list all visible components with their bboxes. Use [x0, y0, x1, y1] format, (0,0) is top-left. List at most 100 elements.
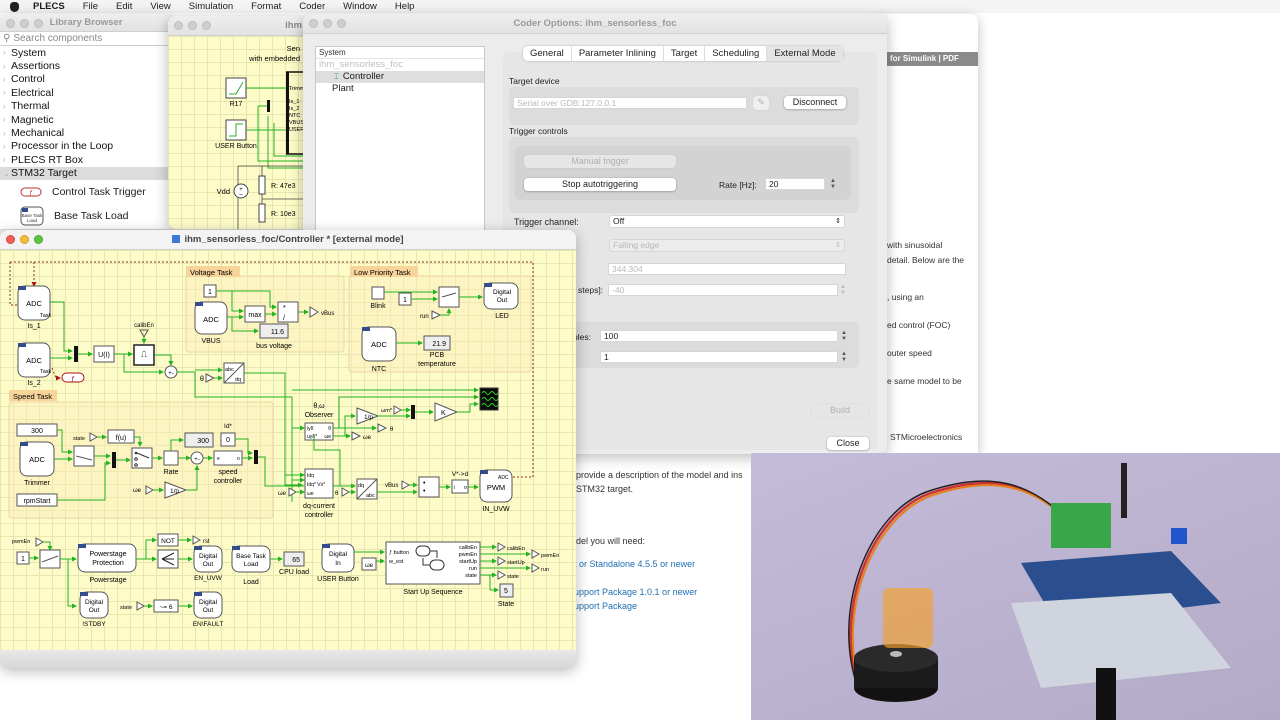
menu-view[interactable]: View: [150, 1, 171, 12]
tab-external-mode[interactable]: External Mode: [767, 46, 843, 61]
minimize-button[interactable]: [323, 19, 332, 28]
library-category-selected[interactable]: ⌄STM32 Target: [0, 166, 172, 180]
menu-file[interactable]: File: [82, 1, 98, 12]
manual-trigger-button[interactable]: Manual trigger: [524, 155, 676, 168]
tree-header: System: [316, 47, 484, 59]
tab-scheduling[interactable]: Scheduling: [705, 46, 768, 61]
close-button[interactable]: [6, 235, 15, 244]
svg-text:Speed Task: Speed Task: [13, 392, 52, 401]
goto-tag-vbus: [309, 306, 319, 318]
doc-link[interactable]: upport Package 1.0.1 or newer: [574, 587, 698, 597]
close-button[interactable]: Close: [827, 437, 869, 450]
close-button[interactable]: [309, 19, 318, 28]
schematic-canvas[interactable]: ƒ Voltage Task Low Priority Task Speed T…: [0, 250, 576, 650]
svg-text:f(u): f(u): [116, 435, 127, 442]
doc-link[interactable]: upport Package: [574, 601, 638, 611]
library-category[interactable]: ›Mechanical: [0, 126, 172, 140]
minimize-button[interactable]: [20, 19, 29, 28]
trigger-channel-label: Trigger channel:: [514, 217, 579, 227]
close-button[interactable]: [6, 19, 15, 28]
menu-app[interactable]: PLECS: [33, 1, 65, 12]
svg-text:R: 10e3: R: 10e3: [271, 211, 296, 218]
constant-one-block: 1: [203, 284, 217, 298]
svg-text:e: e: [217, 456, 220, 462]
library-category[interactable]: ›Electrical: [0, 86, 172, 100]
menu-simulation[interactable]: Simulation: [188, 1, 234, 12]
trigger-edge-select[interactable]: Falling edge⇕: [609, 239, 845, 252]
svg-text:1: 1: [403, 297, 407, 304]
chevron-right-icon: ›: [3, 141, 6, 151]
svg-text:Powerstage: Powerstage: [90, 551, 127, 558]
menu-window[interactable]: Window: [343, 1, 377, 12]
svg-text:VBUS: VBUS: [201, 338, 220, 345]
trigger-channel-select[interactable]: Off⇕: [609, 215, 845, 228]
stop-autotriggering-button[interactable]: Stop autotriggering: [524, 178, 676, 191]
trigger-delay-stepper[interactable]: ▲▼: [840, 284, 846, 296]
svg-text:θ,ω: θ,ω: [313, 403, 325, 410]
menu-format[interactable]: Format: [251, 1, 282, 12]
svg-text:Digital: Digital: [493, 289, 512, 296]
library-component[interactable]: ƒ Control Task Trigger: [0, 179, 172, 204]
library-category[interactable]: ›Assertions: [0, 59, 172, 73]
decimation-stepper[interactable]: ▲▼: [841, 351, 847, 363]
schematic-canvas[interactable]: Sen with embedded R17 USER Button Trimm …: [168, 36, 308, 229]
samples-stepper[interactable]: ▲▼: [841, 330, 847, 342]
minimize-button[interactable]: [20, 235, 29, 244]
svg-text:θ: θ: [390, 427, 394, 433]
build-button[interactable]: Build: [811, 404, 869, 417]
nucleo-board: [1011, 593, 1231, 688]
documentation-page: for Simulink | PDF with sinusoidal detai…: [880, 14, 978, 454]
zoom-button[interactable]: [202, 21, 211, 30]
edit-pencil-icon[interactable]: ✎: [753, 96, 769, 110]
samples-input[interactable]: 100: [600, 330, 838, 342]
svg-text:Low Priority Task: Low Priority Task: [354, 268, 411, 277]
tab-parameter-inlining[interactable]: Parameter Inlining: [572, 46, 664, 61]
zoom-button[interactable]: [34, 235, 43, 244]
ui-block: U(I): [93, 345, 115, 363]
svg-text:ωe: ωe: [133, 488, 142, 494]
svg-text:Id*: Id*: [224, 423, 232, 430]
zoom-button[interactable]: [34, 19, 43, 28]
svg-text:pwmEn: pwmEn: [12, 539, 30, 545]
search-input[interactable]: ⚲ Search components: [0, 32, 172, 46]
close-button[interactable]: [174, 21, 183, 30]
doc-text: outer speed: [887, 348, 932, 358]
library-category[interactable]: ›Thermal: [0, 99, 172, 113]
zoom-button[interactable]: [337, 19, 346, 28]
trigger-level-field[interactable]: 344.304: [608, 263, 846, 275]
svg-text:Base Task: Base Task: [22, 213, 43, 218]
svg-text:calibEn: calibEn: [459, 545, 477, 551]
library-category[interactable]: ›Magnetic: [0, 112, 172, 127]
svg-text:NOT: NOT: [161, 538, 175, 545]
menu-edit[interactable]: Edit: [116, 1, 133, 12]
library-category[interactable]: ›System: [0, 46, 172, 60]
tab-general[interactable]: General: [523, 46, 572, 61]
disconnect-button[interactable]: Disconnect: [784, 96, 846, 109]
id-star-constant: 0: [220, 432, 236, 447]
terminal-block: [1051, 503, 1111, 548]
doc-link[interactable]: t or Standalone 4.5.5 or newer: [574, 559, 696, 569]
menu-coder[interactable]: Coder: [299, 1, 326, 12]
tree-item-plant[interactable]: Plant: [332, 83, 354, 94]
doc-header[interactable]: for Simulink | PDF: [880, 52, 978, 66]
decimation-input[interactable]: 1: [600, 351, 838, 363]
svg-text:PCB: PCB: [430, 352, 445, 359]
library-category[interactable]: ›Processor in the Loop: [0, 139, 172, 154]
tree-root[interactable]: ihm_sensorless_foc: [319, 59, 403, 70]
dialog-title: Coder Options: ihm_sensorless_foc: [513, 18, 677, 29]
tab-target[interactable]: Target: [664, 46, 706, 61]
rate-input[interactable]: 20: [765, 178, 825, 190]
menu-help[interactable]: Help: [394, 1, 415, 12]
trigger-delay-field[interactable]: -40: [608, 284, 838, 296]
target-device-field[interactable]: Serial over GDB:127.0.0.1: [513, 97, 747, 109]
library-category[interactable]: ›PLECS RT Box: [0, 153, 172, 167]
library-category[interactable]: ›Control: [0, 72, 172, 87]
rate-stepper[interactable]: ▲▼: [830, 178, 836, 190]
chevron-right-icon: ›: [3, 88, 6, 98]
tree-item-controller[interactable]: ⌶Controller: [316, 71, 484, 83]
svg-text:vBus: vBus: [321, 311, 334, 317]
apple-icon[interactable]: [10, 1, 19, 12]
minimize-button[interactable]: [188, 21, 197, 30]
